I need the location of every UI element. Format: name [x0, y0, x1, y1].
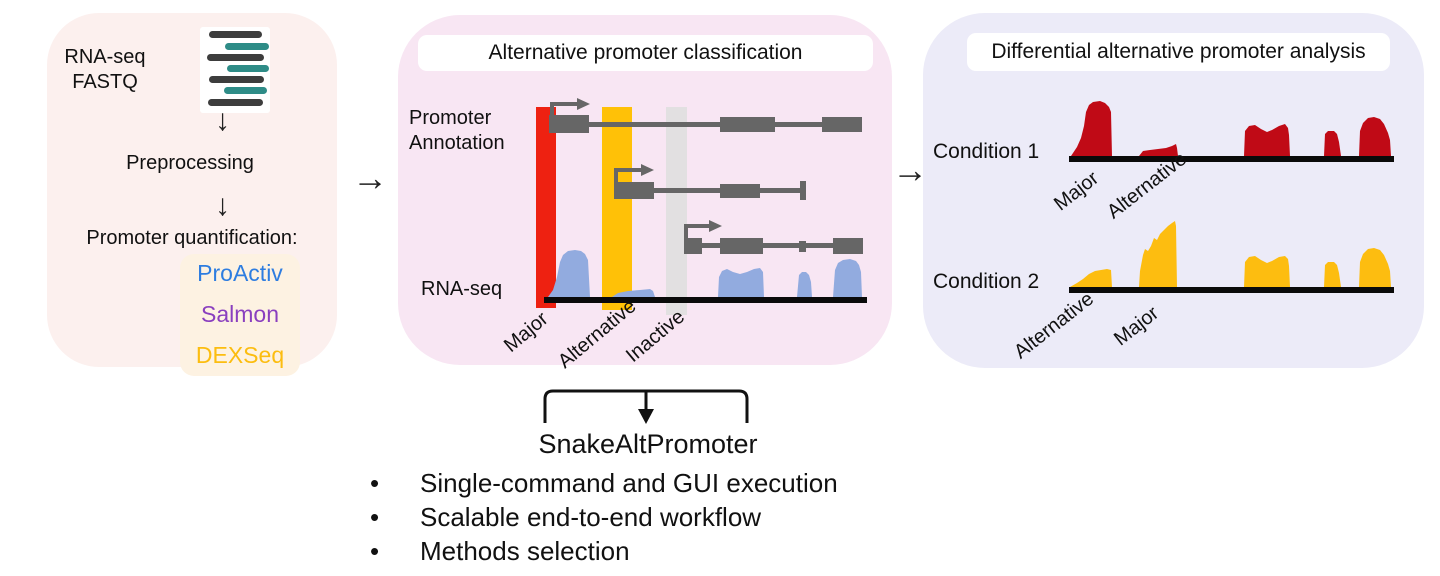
bullet-icon: • — [370, 502, 380, 532]
exon — [833, 238, 863, 254]
coverage-peak — [1324, 131, 1341, 156]
down-arrow-icon: ↓ — [215, 189, 230, 222]
method-proactiv: ProActiv — [197, 260, 283, 286]
promoter-annotation-line2: Annotation — [409, 132, 505, 154]
fastq-read-bar — [224, 87, 267, 94]
promoter-quantification-label: Promoter quantification: — [86, 227, 298, 249]
condition1-coverage — [1071, 101, 1391, 156]
fastq-read-bar — [209, 31, 262, 38]
coverage-peak-major — [1071, 101, 1112, 156]
coverage-peak — [1244, 124, 1290, 156]
tool-bracket — [543, 389, 749, 424]
condition2-coverage — [1070, 221, 1391, 287]
coverage-peak-alternative — [1070, 269, 1112, 287]
feature-text: Methods selection — [420, 536, 630, 566]
coverage-peak — [548, 250, 590, 297]
intron-line — [616, 188, 806, 193]
classification-panel-title: Alternative promoter classification — [418, 35, 873, 71]
exon — [614, 182, 654, 199]
right-arrow-icon: → — [352, 157, 388, 198]
tss-arrow — [550, 102, 577, 117]
fastq-read-bar — [207, 54, 264, 61]
tool-name: SnakeAltPromoter — [538, 429, 758, 459]
preprocessing-panel: RNA-seq FASTQ ↓ Preprocessing ↓ Promoter… — [47, 13, 337, 376]
coverage-peak — [833, 259, 862, 297]
classification-scene — [536, 98, 867, 315]
intron-line — [686, 243, 862, 248]
right-arrow-icon: → — [892, 149, 928, 190]
fastq-read-bar — [209, 76, 264, 83]
down-arrow-icon: ↓ — [215, 104, 230, 137]
promoter-annotation-label: Promoter Annotation — [409, 106, 505, 156]
exon — [720, 184, 760, 198]
quantification-methods-box: ProActiv Salmon DEXSeq — [180, 254, 300, 376]
exon — [720, 238, 763, 254]
method-salmon: Salmon — [201, 301, 279, 327]
tss-arrow — [684, 224, 709, 240]
condition1-label: Condition 1 — [933, 140, 1040, 163]
fastq-file-icon — [200, 27, 270, 113]
condition2-baseline — [1069, 287, 1394, 293]
feature-text: Scalable end-to-end workflow — [420, 502, 762, 532]
preprocessing-step-label: Preprocessing — [126, 152, 254, 174]
coverage-peak-alternative — [1139, 144, 1178, 156]
major-promoter-bar — [536, 107, 556, 308]
feature-text: Single-command and GUI execution — [420, 468, 838, 498]
fastq-read-bar — [225, 43, 269, 50]
exon — [720, 117, 775, 132]
exon — [549, 115, 589, 133]
coverage-peak — [797, 272, 812, 297]
tss-arrowhead — [577, 98, 590, 110]
rnaseq-track-label: RNA-seq — [421, 278, 503, 300]
exon — [822, 117, 862, 132]
bullet-icon: • — [370, 536, 380, 566]
alternative-promoter-bar — [602, 107, 632, 310]
tss-arrowhead — [641, 164, 654, 176]
condition2-label: Condition 2 — [933, 270, 1040, 293]
input-label-line1: RNA-seq — [64, 46, 146, 68]
coverage-peak — [1244, 256, 1290, 287]
gene-models — [549, 98, 863, 254]
differential-tracks — [1069, 101, 1394, 293]
coverage-peak — [1324, 262, 1341, 287]
input-label-line2: FASTQ — [72, 71, 138, 93]
coverage-peak — [1359, 248, 1391, 287]
tss-arrow — [614, 168, 641, 184]
differential-analysis-panel: Differential alternative promoter analys… — [923, 13, 1424, 368]
fastq-read-bar — [227, 65, 269, 72]
coverage-peak — [1359, 117, 1391, 156]
tss-arrowhead — [709, 220, 722, 232]
inactive-promoter-bar — [666, 107, 687, 315]
coverage-peak-major — [1139, 221, 1177, 287]
transcript-end-cap — [800, 181, 806, 200]
exon — [684, 238, 702, 254]
condition1-baseline — [1069, 156, 1394, 162]
rnaseq-coverage-track — [548, 250, 862, 297]
exon — [799, 241, 806, 252]
bracket-down-arrowhead — [638, 409, 654, 424]
bullet-icon: • — [370, 468, 380, 498]
coverage-peak — [612, 289, 655, 297]
promoter-annotation-line1: Promoter — [409, 107, 492, 129]
coverage-peak — [718, 268, 764, 297]
genome-baseline — [544, 297, 867, 303]
input-data-label: RNA-seq FASTQ — [55, 45, 155, 95]
method-dexseq: DEXSeq — [195, 342, 285, 368]
differential-panel-title: Differential alternative promoter analys… — [967, 33, 1390, 71]
intron-line — [552, 122, 862, 127]
fastq-read-bar — [208, 99, 263, 106]
